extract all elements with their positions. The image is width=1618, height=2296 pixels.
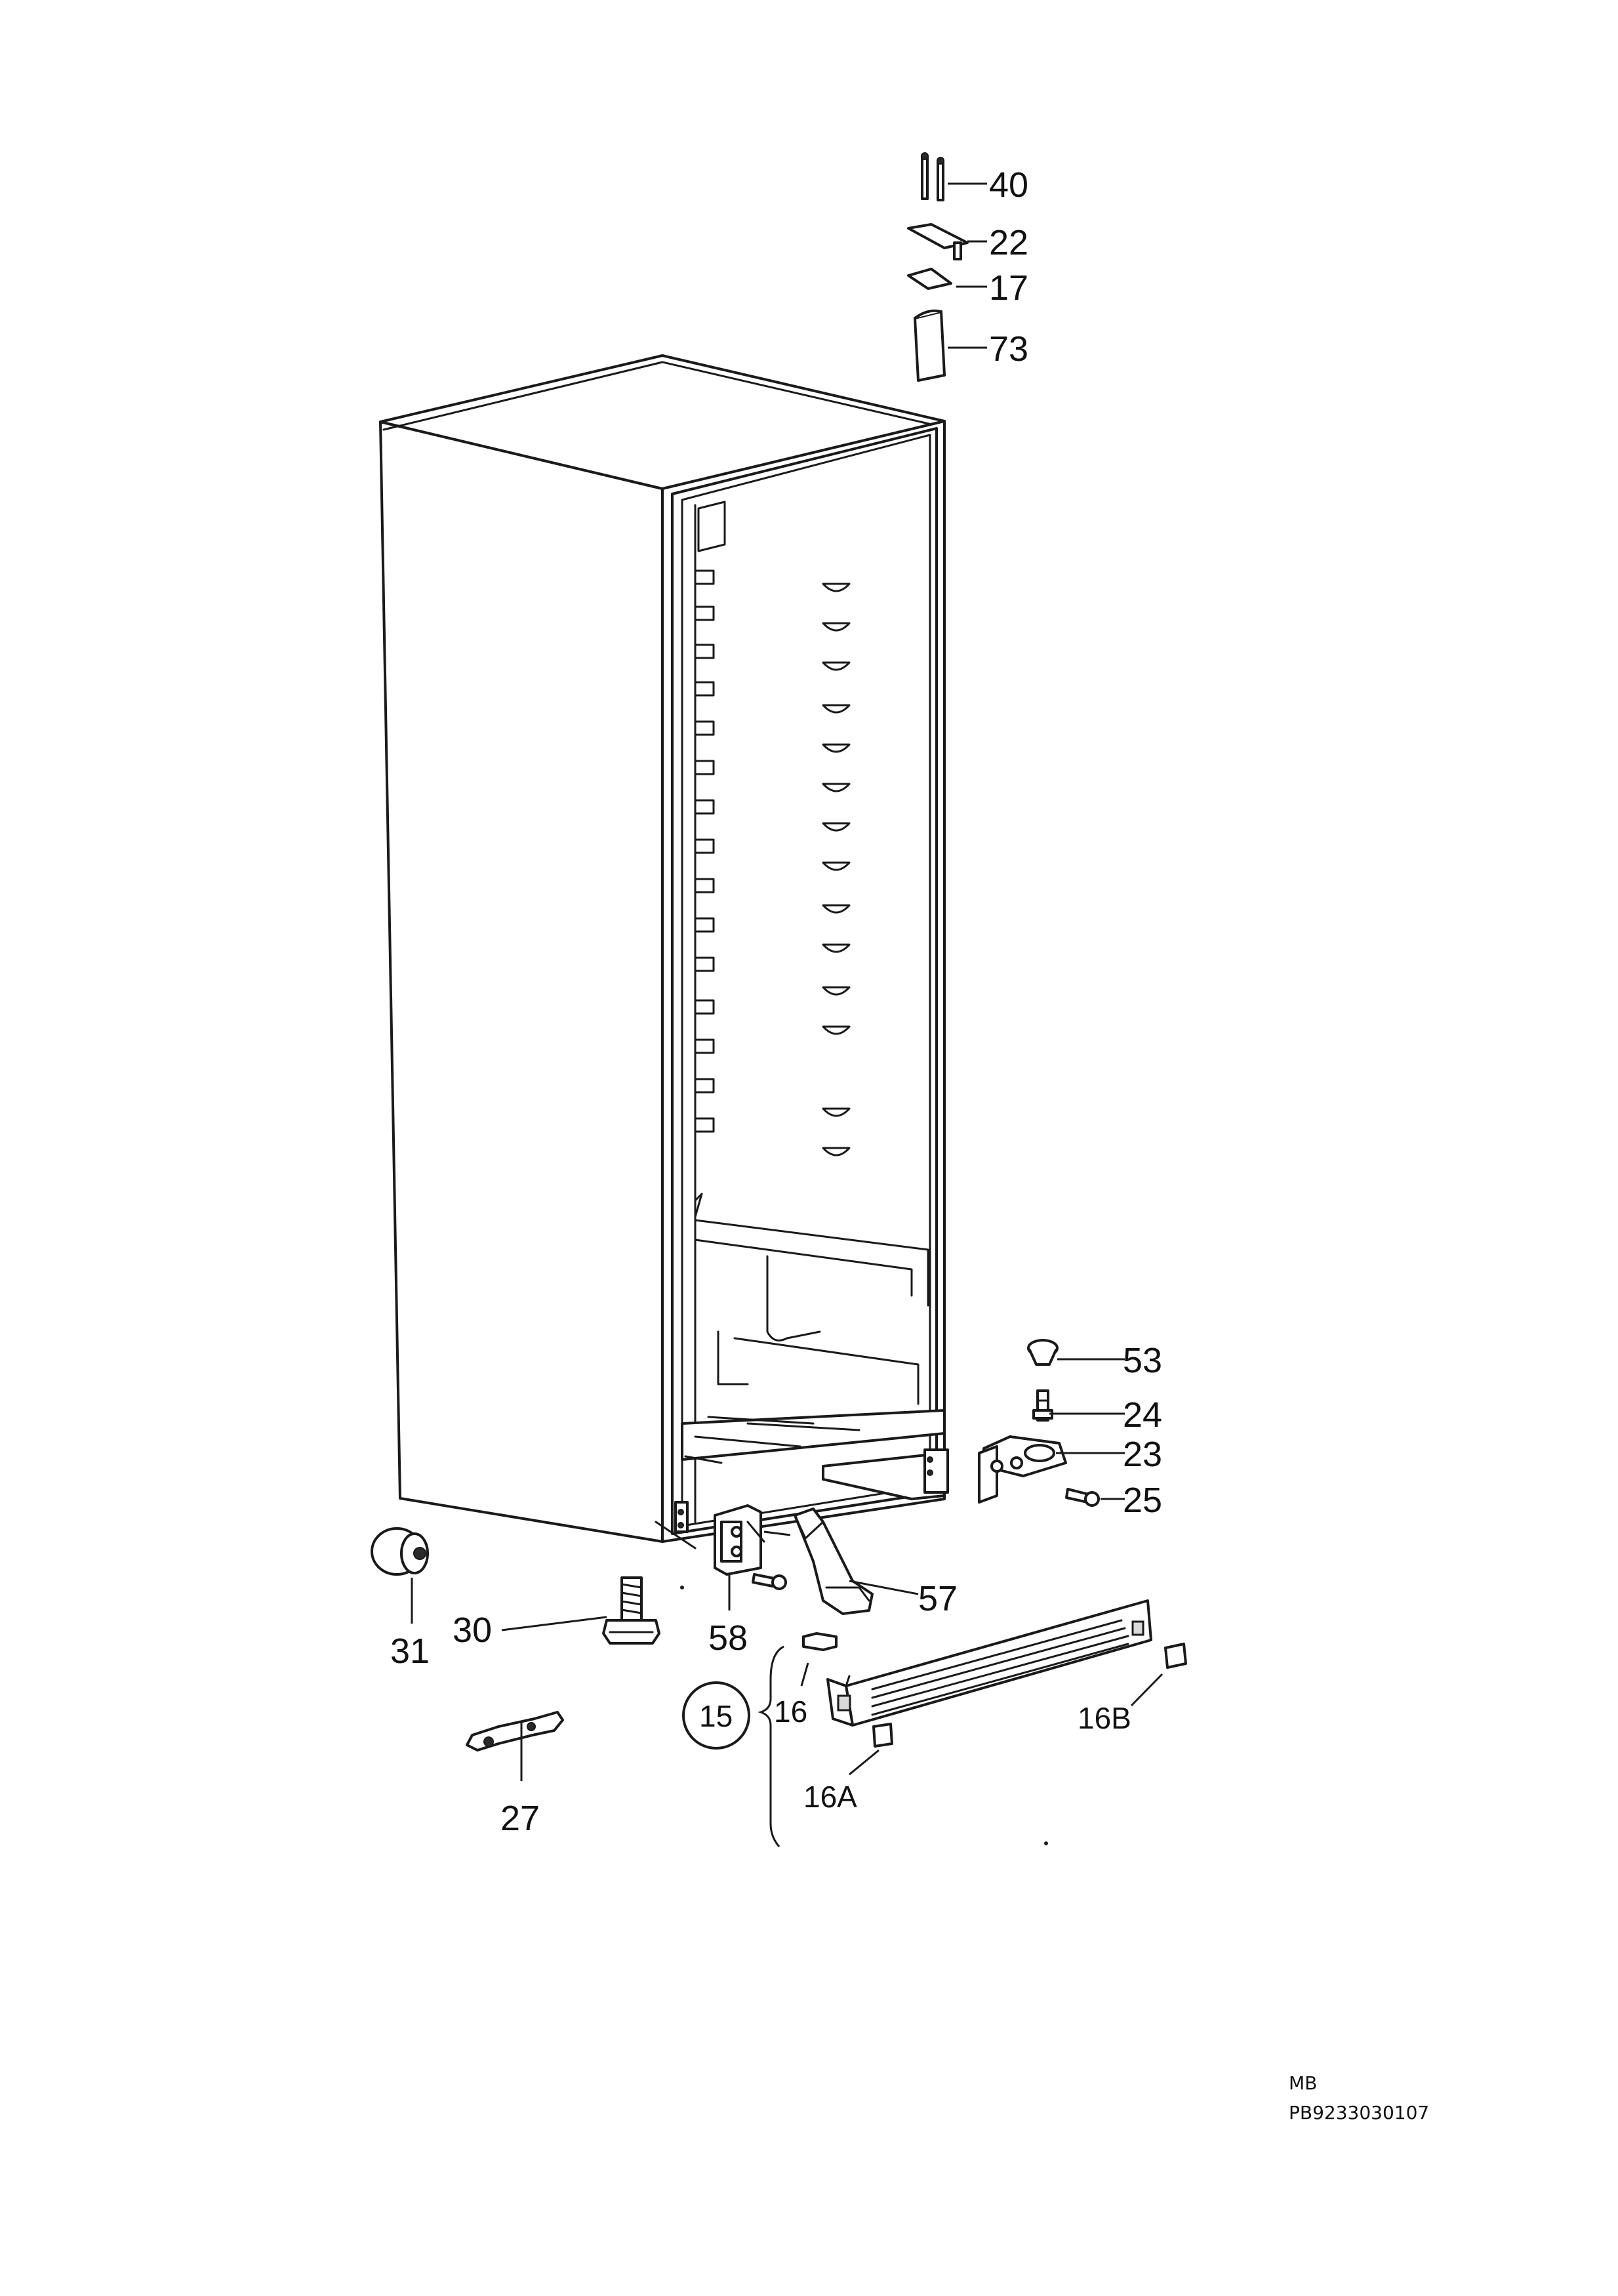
label-16A: 16A [803,1780,857,1814]
wrench-27 [466,1711,564,1752]
drawing-code: MB PB9233030107 [1289,2072,1429,2123]
cap-53 [1027,1339,1059,1366]
screws-40 [921,152,944,201]
screw-25 [1065,1488,1100,1507]
label-40: 40 [989,165,1028,205]
footer-line-2: PB9233030107 [1289,2102,1429,2123]
shelf-supports-back [822,583,851,1157]
cabinet-body [379,354,949,1549]
label-30: 30 [453,1610,492,1650]
part-labels: 40 22 17 73 53 24 23 25 57 58 31 30 27 1… [390,165,1162,1838]
label-15: 15 [699,1699,733,1733]
group-bracket [758,1645,784,1847]
label-23: 23 [1123,1435,1162,1474]
hinge-block-58 [714,1504,765,1576]
spacer-17 [907,268,952,290]
label-57: 57 [918,1579,958,1618]
pin-24 [1032,1389,1053,1422]
bottom-hinge-23 [978,1435,1067,1504]
label-31: 31 [390,1631,430,1671]
hinge-screw-58 [752,1573,787,1590]
hinge-bracket-57 [794,1507,874,1615]
label-24: 24 [1123,1395,1162,1435]
label-27: 27 [500,1799,540,1838]
leader-lines [411,182,1163,1781]
hinge-cover-73 [914,309,946,382]
label-73: 73 [989,329,1028,369]
label-16B: 16B [1078,1701,1131,1735]
label-25: 25 [1123,1481,1162,1520]
top-hinge-22 [907,223,969,260]
cover-plug-16A [872,1723,893,1748]
footer-line-1: MB [1289,2072,1317,2094]
kick-plate-grille [826,1599,1152,1727]
label-58: 58 [708,1618,748,1658]
label-53: 53 [1123,1341,1162,1380]
label-16: 16 [774,1694,807,1729]
group-15-circle [682,1681,750,1750]
adjustable-foot-30 [602,1576,660,1645]
clip-16 [802,1632,838,1651]
shelf-supports-left [694,569,715,1133]
label-22: 22 [989,223,1028,262]
cover-plug-16B [1164,1643,1187,1669]
knob-31 [371,1527,429,1576]
label-17: 17 [989,268,1028,308]
